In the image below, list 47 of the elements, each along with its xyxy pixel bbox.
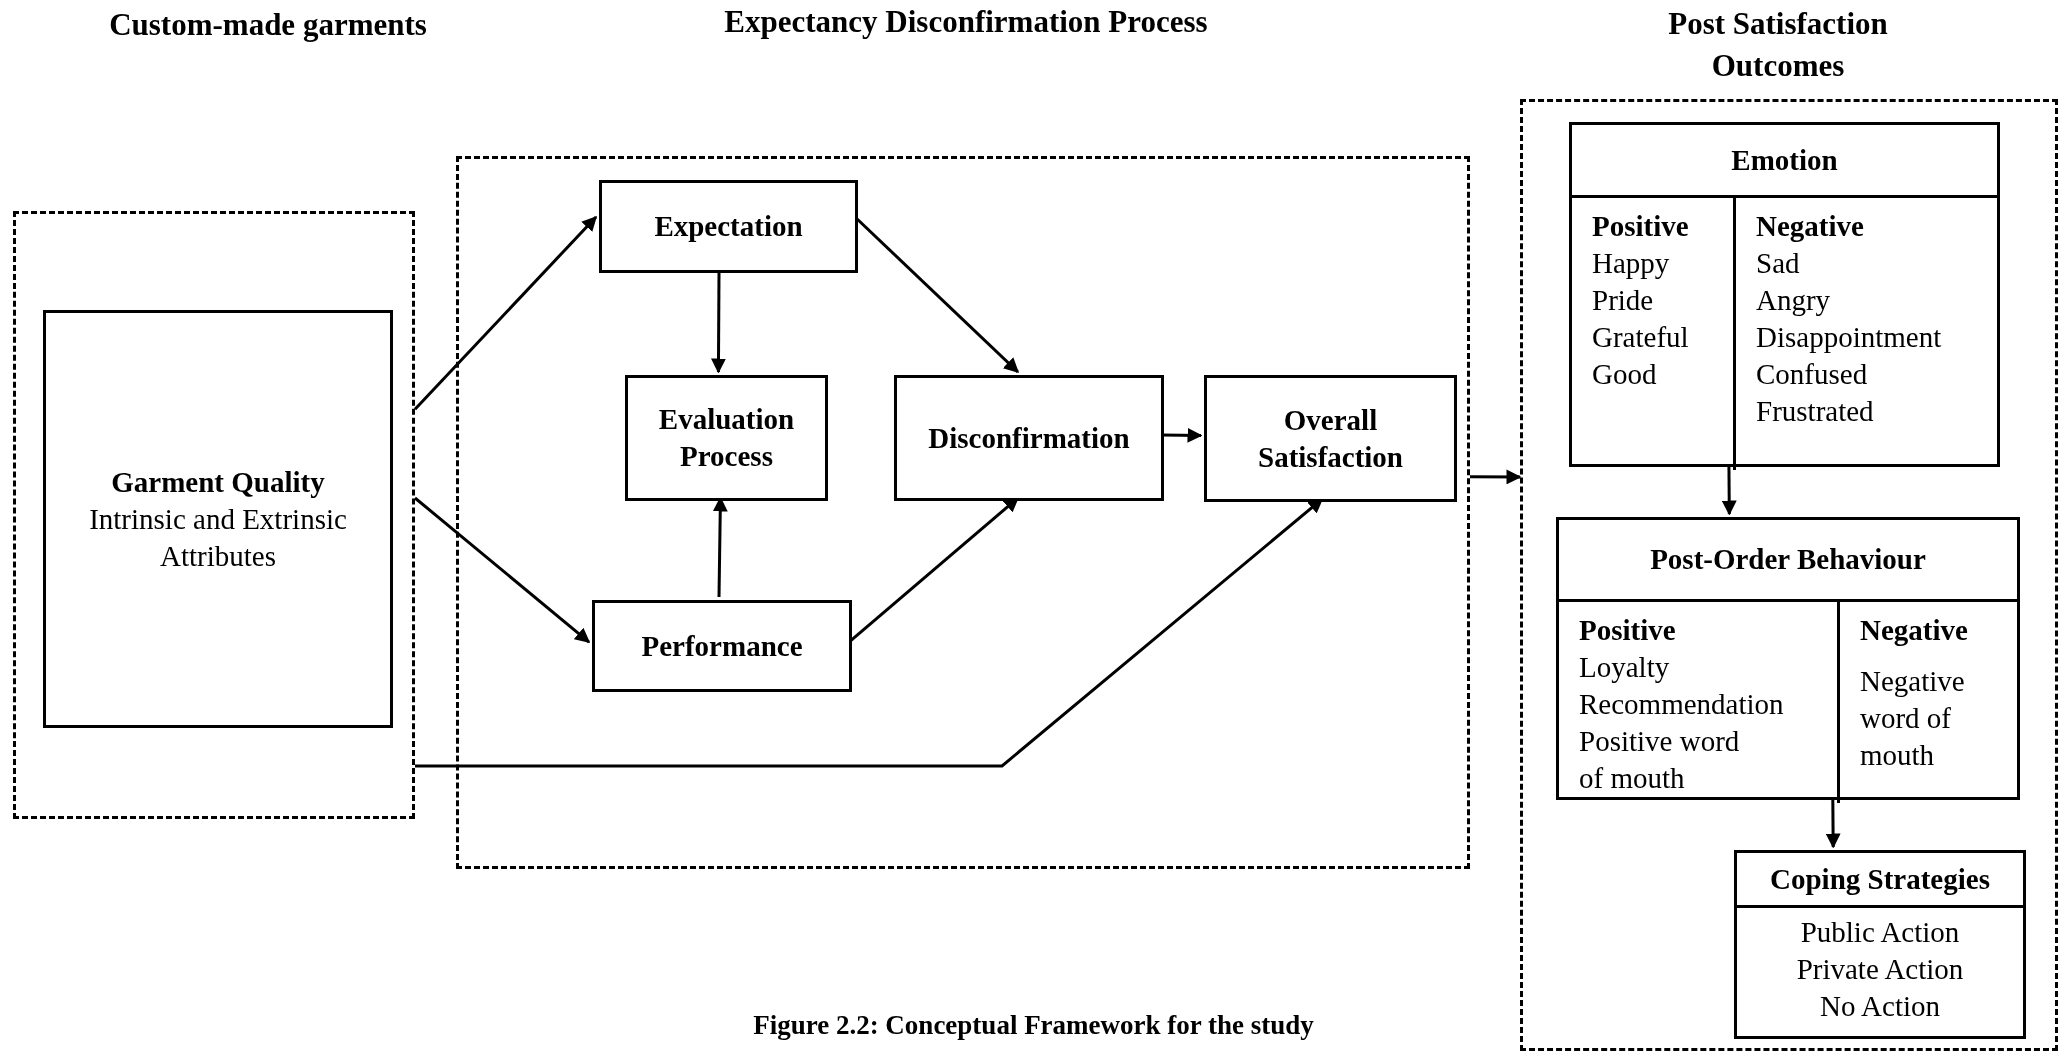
cell-heading: Positive — [1579, 613, 1677, 648]
cell-item: Negative word of mouth — [1860, 664, 1966, 773]
cell-item: Angry — [1756, 283, 1832, 318]
cell-item: Frustrated — [1756, 394, 1875, 429]
arrow — [1470, 469, 1522, 485]
group-heading: Expectancy Disconfirmation Process — [723, 3, 1209, 41]
cell-item: Recommendation — [1579, 687, 1785, 722]
cell-item: Loyalty — [1579, 650, 1671, 685]
process-box — [1734, 850, 2026, 1039]
process-box — [1204, 375, 1457, 502]
process-box — [592, 600, 852, 692]
figure-caption: Figure 2.2: Conceptual Framework for the study — [752, 1010, 1315, 1041]
cell-heading: Negative — [1756, 209, 1865, 244]
dashed-group-frame — [13, 211, 415, 819]
cell-item: Happy — [1592, 246, 1671, 281]
cell-item: Sad — [1756, 246, 1801, 281]
cell-item: Pride — [1592, 283, 1655, 318]
process-box — [599, 180, 858, 273]
box-title: Expectation — [654, 209, 803, 244]
column-heading: Custom-made garments — [108, 6, 428, 44]
box-description: Intrinsic and Extrinsic Attributes — [88, 501, 348, 574]
box-title: Garment Quality — [111, 464, 325, 500]
box-title: Evaluation Process — [657, 402, 796, 474]
cell-item: Confused — [1756, 357, 1869, 392]
arrow — [413, 215, 598, 411]
cell-item: Positive word of mouth — [1579, 724, 1741, 796]
table-box — [1569, 122, 2000, 467]
arrow — [414, 496, 591, 644]
cell-heading: Negative — [1860, 613, 1969, 648]
process-box — [625, 375, 828, 501]
table-header: Post-Order Behaviour — [1559, 520, 2017, 602]
cell-item: Good — [1592, 357, 1658, 392]
cell-heading: Positive — [1592, 209, 1690, 244]
cell-item: Grateful — [1592, 320, 1690, 355]
list-item: No Action — [1819, 989, 1941, 1024]
box-title: Performance — [641, 628, 803, 664]
process-box — [894, 375, 1164, 501]
table-header: Coping Strategies — [1737, 853, 2023, 908]
table-header: Emotion — [1572, 125, 1997, 198]
list-item: Public Action — [1799, 915, 1961, 950]
group-heading: Post Satisfaction Outcomes — [1667, 5, 1889, 85]
process-box — [43, 310, 393, 728]
box-title: Overall Satisfaction — [1257, 402, 1404, 475]
list-item: Private Action — [1795, 952, 1965, 987]
table-box — [1556, 517, 2020, 800]
cell-item: Disappointment — [1756, 320, 1943, 355]
box-title: Disconfirmation — [928, 420, 1130, 456]
